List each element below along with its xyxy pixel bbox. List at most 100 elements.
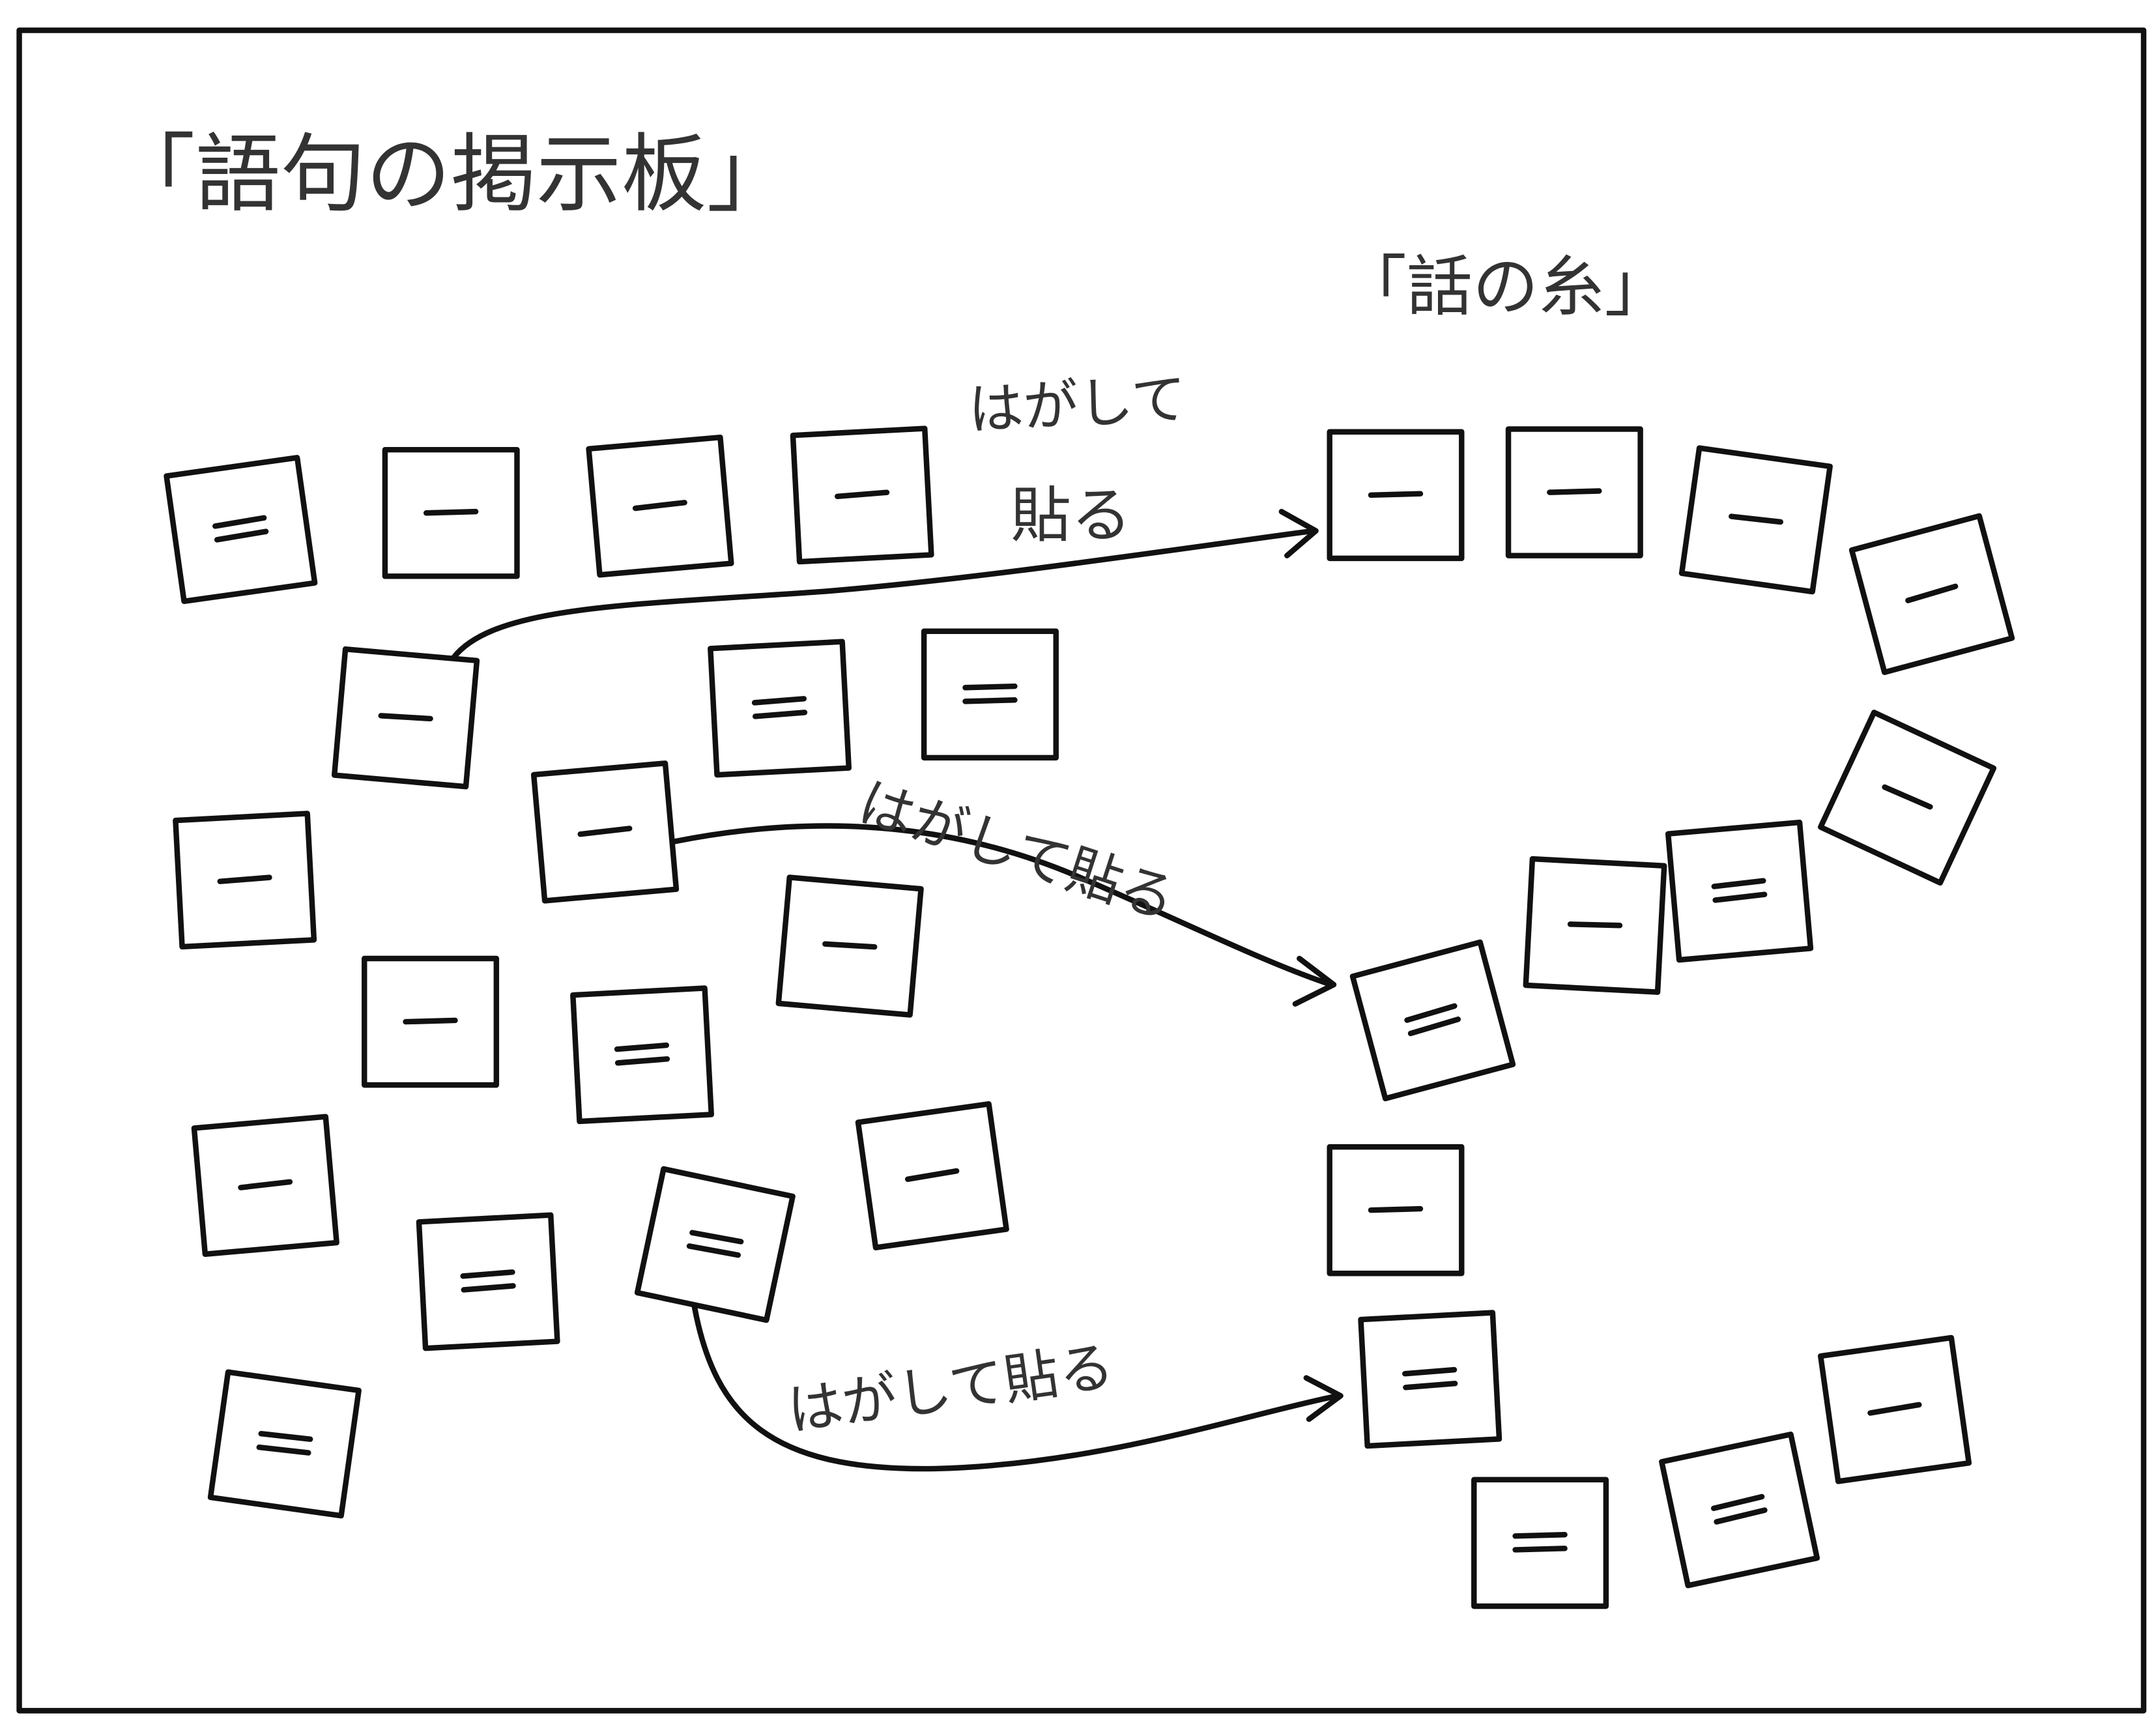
- single-line-mark: [835, 489, 890, 500]
- single-line-mark: [403, 1017, 458, 1025]
- single-line-mark: [1867, 1402, 1922, 1416]
- thread-card[interactable]: [1523, 856, 1667, 995]
- board-card[interactable]: [362, 955, 500, 1088]
- single-line-mark: [378, 713, 433, 722]
- frame-border: [16, 27, 2147, 1714]
- double-line-mark: [686, 1243, 741, 1258]
- board-card[interactable]: [530, 760, 680, 904]
- single-line-mark: [423, 508, 479, 516]
- arrow-1-label-line2: 貼る: [1011, 480, 1132, 551]
- card-outline: [708, 639, 852, 778]
- board-card[interactable]: [164, 455, 318, 605]
- double-line-mark: [258, 1430, 313, 1442]
- single-line-mark: [1882, 784, 1933, 810]
- board-card[interactable]: [855, 1101, 1009, 1250]
- thread-card[interactable]: [1659, 1432, 1820, 1589]
- thread-card[interactable]: [1678, 445, 1833, 595]
- double-line-mark: [214, 528, 269, 543]
- card-outline: [1848, 513, 2015, 675]
- single-line-mark: [632, 500, 687, 512]
- board-card[interactable]: [634, 1166, 796, 1323]
- card-outline: [634, 1166, 796, 1323]
- single-line-mark: [1729, 513, 1784, 525]
- double-line-mark: [1407, 1016, 1461, 1037]
- card-outline: [921, 628, 1059, 761]
- board-card[interactable]: [191, 1114, 339, 1257]
- card-outline: [164, 455, 318, 605]
- card-outline: [530, 760, 680, 904]
- arrow-2-label: はがして貼る: [851, 770, 1183, 932]
- card-outline: [570, 985, 714, 1125]
- thread-title: 「話の糸」: [1341, 248, 1671, 325]
- thread-card[interactable]: [1505, 426, 1643, 558]
- card-outline: [1471, 1477, 1609, 1609]
- card-outline: [1817, 710, 1997, 886]
- card-outline: [173, 811, 317, 950]
- double-line-mark: [1403, 1380, 1458, 1391]
- double-line-mark: [751, 696, 807, 706]
- card-outline: [1358, 1310, 1502, 1449]
- thread-card[interactable]: [1349, 939, 1516, 1102]
- board-card[interactable]: [331, 646, 480, 790]
- board-card[interactable]: [921, 628, 1059, 761]
- double-line-mark: [962, 697, 1018, 704]
- card-outline: [790, 425, 934, 565]
- thread-card[interactable]: [1848, 513, 2015, 675]
- board-card[interactable]: [708, 639, 852, 778]
- board-card[interactable]: [570, 985, 714, 1125]
- single-line-mark: [822, 941, 878, 950]
- single-line-mark: [238, 1179, 293, 1190]
- card-outline: [855, 1101, 1009, 1250]
- double-line-mark: [1402, 1366, 1458, 1377]
- double-line-mark: [256, 1444, 311, 1456]
- double-line-mark: [460, 1269, 515, 1279]
- single-line-mark: [1368, 491, 1424, 498]
- thread-card[interactable]: [1665, 819, 1814, 963]
- board-card[interactable]: [790, 425, 934, 565]
- thread-card[interactable]: [1327, 1144, 1465, 1276]
- arrow-1: はがして 貼る: [451, 367, 1319, 661]
- single-line-mark: [1547, 488, 1602, 495]
- board-card[interactable]: [207, 1369, 362, 1519]
- double-line-mark: [1714, 1507, 1768, 1525]
- board-card[interactable]: [416, 1212, 560, 1351]
- single-line-mark: [1567, 921, 1623, 929]
- double-line-mark: [1711, 878, 1766, 889]
- double-line-mark: [212, 515, 267, 529]
- thread-card[interactable]: [1817, 710, 1997, 886]
- double-line-mark: [1404, 1003, 1458, 1023]
- card-outline: [775, 874, 924, 1018]
- thread-card[interactable]: [1327, 429, 1465, 562]
- card-outline: [586, 434, 734, 578]
- thread-card[interactable]: [1817, 1334, 1972, 1484]
- double-line-mark: [752, 710, 808, 719]
- double-line-mark: [614, 1056, 670, 1066]
- card-outline: [1659, 1432, 1820, 1589]
- single-line-mark: [1905, 583, 1959, 603]
- thread-card[interactable]: [1358, 1310, 1502, 1449]
- board-card[interactable]: [173, 811, 317, 950]
- double-line-mark: [1512, 1546, 1568, 1553]
- double-line-mark: [689, 1230, 744, 1245]
- card-outline: [1678, 445, 1833, 595]
- card-outline: [1665, 819, 1814, 963]
- arrow-1-label-line1: はがして: [967, 367, 1188, 442]
- arrow-2: はがして貼る: [670, 770, 1337, 1007]
- board-card[interactable]: [775, 874, 924, 1018]
- board-card[interactable]: [382, 446, 520, 579]
- board-card[interactable]: [586, 434, 734, 578]
- single-line-mark: [217, 874, 272, 884]
- double-line-mark: [614, 1042, 670, 1052]
- card-outline: [1349, 939, 1516, 1102]
- single-line-mark: [904, 1168, 960, 1182]
- card-outline: [1505, 426, 1643, 558]
- arrow-3: はがして貼る: [691, 1303, 1344, 1472]
- double-line-mark: [461, 1283, 516, 1293]
- card-outline: [191, 1114, 339, 1257]
- card-outline: [362, 955, 500, 1088]
- double-line-mark: [1712, 891, 1768, 903]
- thread-card[interactable]: [1471, 1477, 1609, 1609]
- single-line-mark: [1368, 1205, 1424, 1213]
- board-title: 「語句の掲示板」: [110, 124, 792, 223]
- card-outline: [1327, 1144, 1465, 1276]
